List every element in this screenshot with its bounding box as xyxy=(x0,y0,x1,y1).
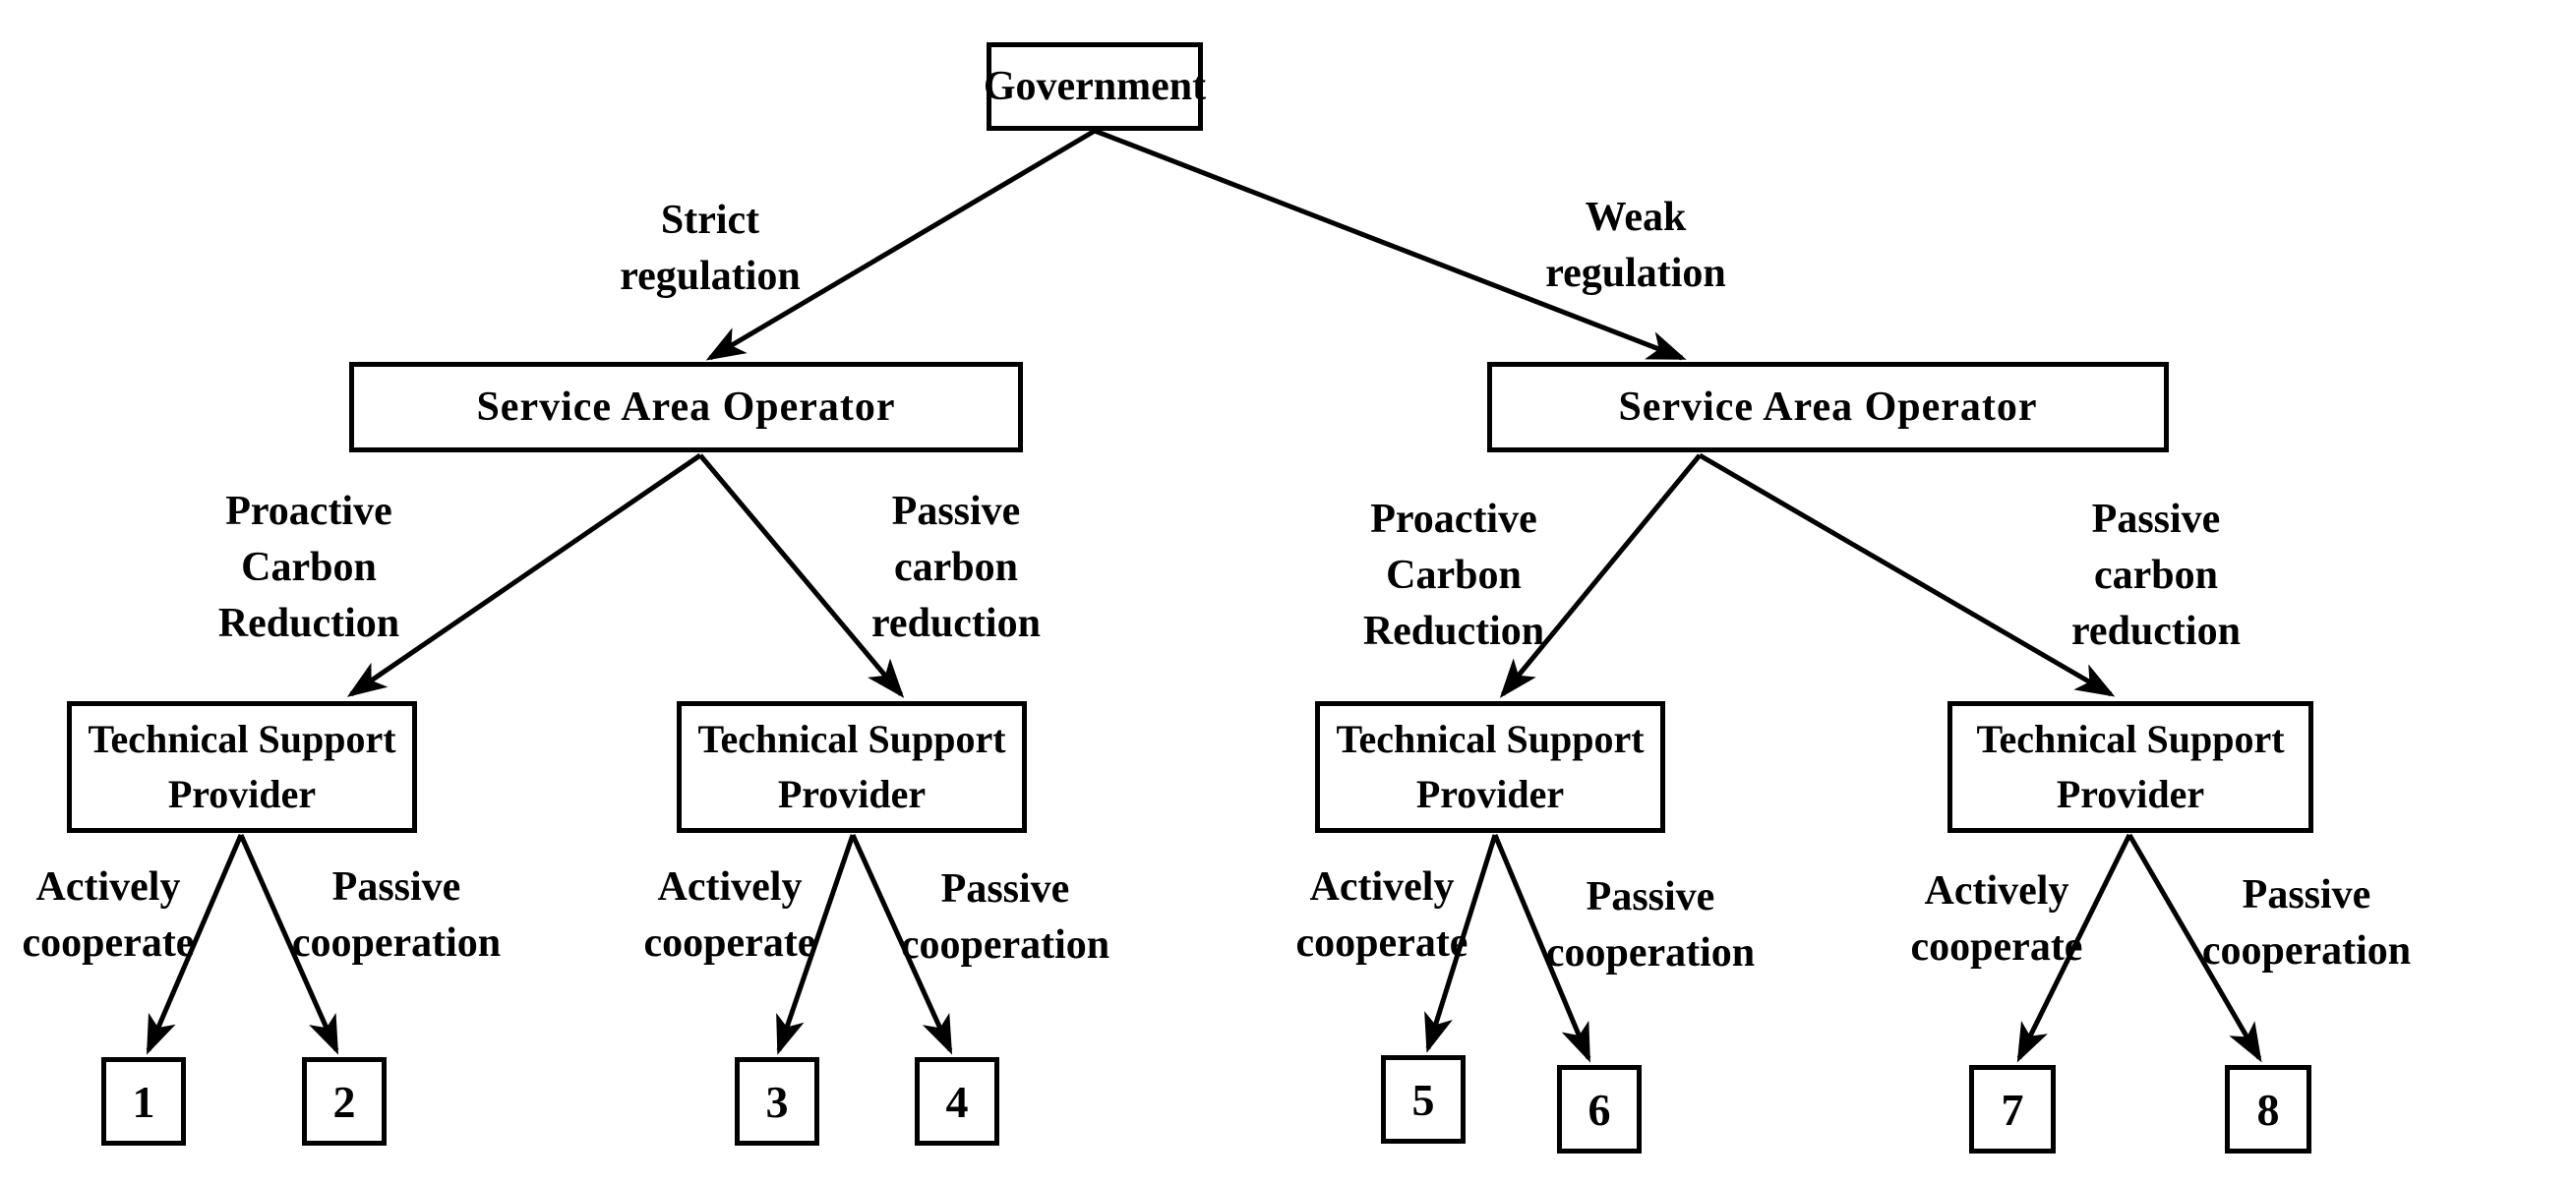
node-outcome-4: 4 xyxy=(915,1057,999,1146)
node-outcome-5: 5 xyxy=(1381,1055,1466,1144)
edge-government-weak-regulation xyxy=(1094,128,1687,361)
node-technical-support-provider-4: Technical Support Provider xyxy=(1947,701,2313,833)
node-technical-support-provider-3: Technical Support Provider xyxy=(1315,701,1665,833)
label-passive-carbon-reduction-right: Passive carbon reduction xyxy=(2071,497,2241,654)
label-passive-cooperation-4: Passive cooperation xyxy=(2201,872,2412,974)
edge-sao-left-proactive xyxy=(346,452,702,697)
edge-tsp4-actively xyxy=(2016,833,2132,1063)
node-service-area-operator-left: Service Area Operator xyxy=(349,362,1023,452)
edge-sao-right-passive xyxy=(1698,452,2116,697)
label-proactive-carbon-reduction-left: Proactive Carbon Reduction xyxy=(217,489,400,646)
label-actively-cooperate-3: Actively cooperate xyxy=(1295,864,1468,966)
edge-government-strict-regulation xyxy=(705,128,1097,361)
node-service-area-operator-right: Service Area Operator xyxy=(1487,362,2169,452)
label-passive-cooperation-2: Passive cooperation xyxy=(900,866,1110,968)
edge-tsp3-actively xyxy=(1424,834,1498,1053)
node-outcome-7: 7 xyxy=(1969,1065,2056,1154)
node-outcome-6: 6 xyxy=(1557,1065,1642,1154)
node-outcome-2: 2 xyxy=(302,1057,387,1146)
label-passive-carbon-reduction-left: Passive carbon reduction xyxy=(871,489,1041,646)
node-government: Government xyxy=(984,42,1206,131)
edge-tsp2-actively xyxy=(776,834,856,1055)
node-technical-support-provider-1: Technical Support Provider xyxy=(67,701,417,833)
edge-tsp1-actively xyxy=(146,834,244,1055)
label-actively-cooperate-1: Actively cooperate xyxy=(22,864,195,966)
label-passive-cooperation-3: Passive cooperation xyxy=(1545,874,1756,976)
label-passive-cooperation-1: Passive cooperation xyxy=(291,864,502,966)
edge-sao-right-proactive xyxy=(1499,453,1702,698)
edge-sao-left-passive xyxy=(698,453,905,698)
label-weak-regulation: Weak regulation xyxy=(1545,195,1726,296)
node-technical-support-provider-2: Technical Support Provider xyxy=(677,701,1027,833)
node-outcome-3: 3 xyxy=(735,1057,819,1146)
edge-tsp1-passive xyxy=(238,833,339,1055)
label-strict-regulation: Strict regulation xyxy=(620,198,801,299)
label-actively-cooperate-2: Actively cooperate xyxy=(643,864,816,966)
edge-tsp2-passive xyxy=(850,833,953,1055)
edge-tsp4-passive xyxy=(2127,833,2262,1063)
node-outcome-8: 8 xyxy=(2225,1065,2311,1154)
edge-tsp3-passive xyxy=(1492,834,1591,1063)
node-outcome-1: 1 xyxy=(101,1057,186,1146)
label-proactive-carbon-reduction-right: Proactive Carbon Reduction xyxy=(1362,497,1545,654)
label-actively-cooperate-4: Actively cooperate xyxy=(1910,868,2083,970)
